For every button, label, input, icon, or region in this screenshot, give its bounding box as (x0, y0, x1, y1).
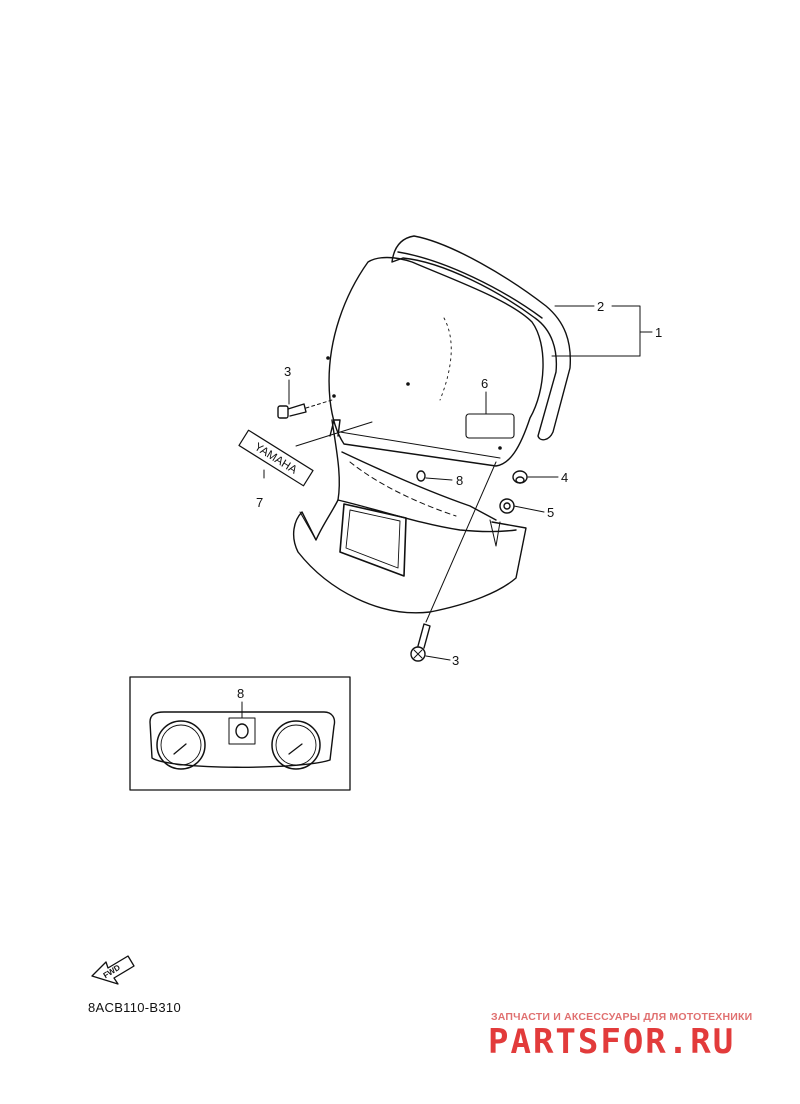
grommet-8-inset (235, 723, 249, 739)
screw-upper (277, 399, 333, 419)
washer-5 (499, 498, 515, 514)
callout-3-upper: 3 (284, 364, 291, 379)
windshield-trim (391, 235, 572, 441)
watermark-subtitle: ЗАПЧАСТИ И АКСЕССУАРЫ ДЛЯ МОТОТЕХНИКИ (491, 1011, 753, 1023)
callout-8-inset: 8 (237, 686, 244, 701)
windshield (326, 256, 544, 467)
grommet-8 (416, 470, 426, 482)
fwd-arrow (91, 955, 135, 985)
callout-7: 7 (256, 495, 263, 510)
callout-2: 2 (597, 299, 604, 314)
watermark-logo: PARTSFOR.RU (488, 1022, 736, 1062)
meter-inset-box (129, 676, 351, 791)
callout-3-lower: 3 (452, 653, 459, 668)
leader-lines (263, 305, 653, 661)
well-nut-4 (512, 470, 528, 484)
warning-label-6 (465, 413, 515, 439)
callout-5: 5 (547, 505, 554, 520)
callout-1: 1 (655, 325, 662, 340)
fwd-text: FWD (102, 963, 122, 980)
yamaha-decal (238, 429, 314, 487)
screw-lower (410, 461, 497, 662)
front-cowling (292, 419, 527, 614)
callout-6: 6 (481, 376, 488, 391)
part-code: 8ACB110-B310 (88, 1000, 181, 1015)
callout-4: 4 (561, 470, 568, 485)
callout-8-cowling: 8 (456, 473, 463, 488)
